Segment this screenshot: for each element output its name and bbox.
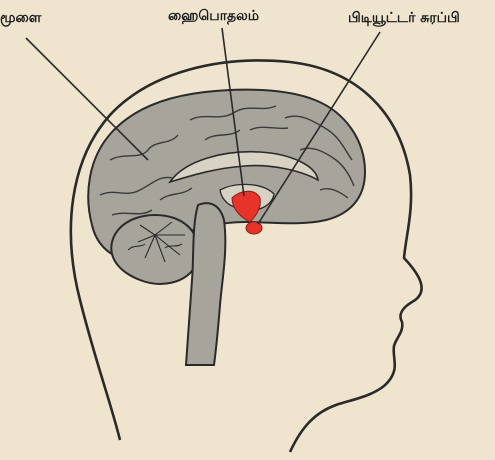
pituitary-gland	[246, 222, 262, 234]
label-pituitary: பிடியூட்டர் சுரப்பி	[348, 10, 460, 28]
label-brain: மூளை	[0, 10, 41, 28]
label-hypothalamus: ஹைபொதலம்	[168, 8, 259, 26]
cerebellum	[111, 215, 199, 284]
